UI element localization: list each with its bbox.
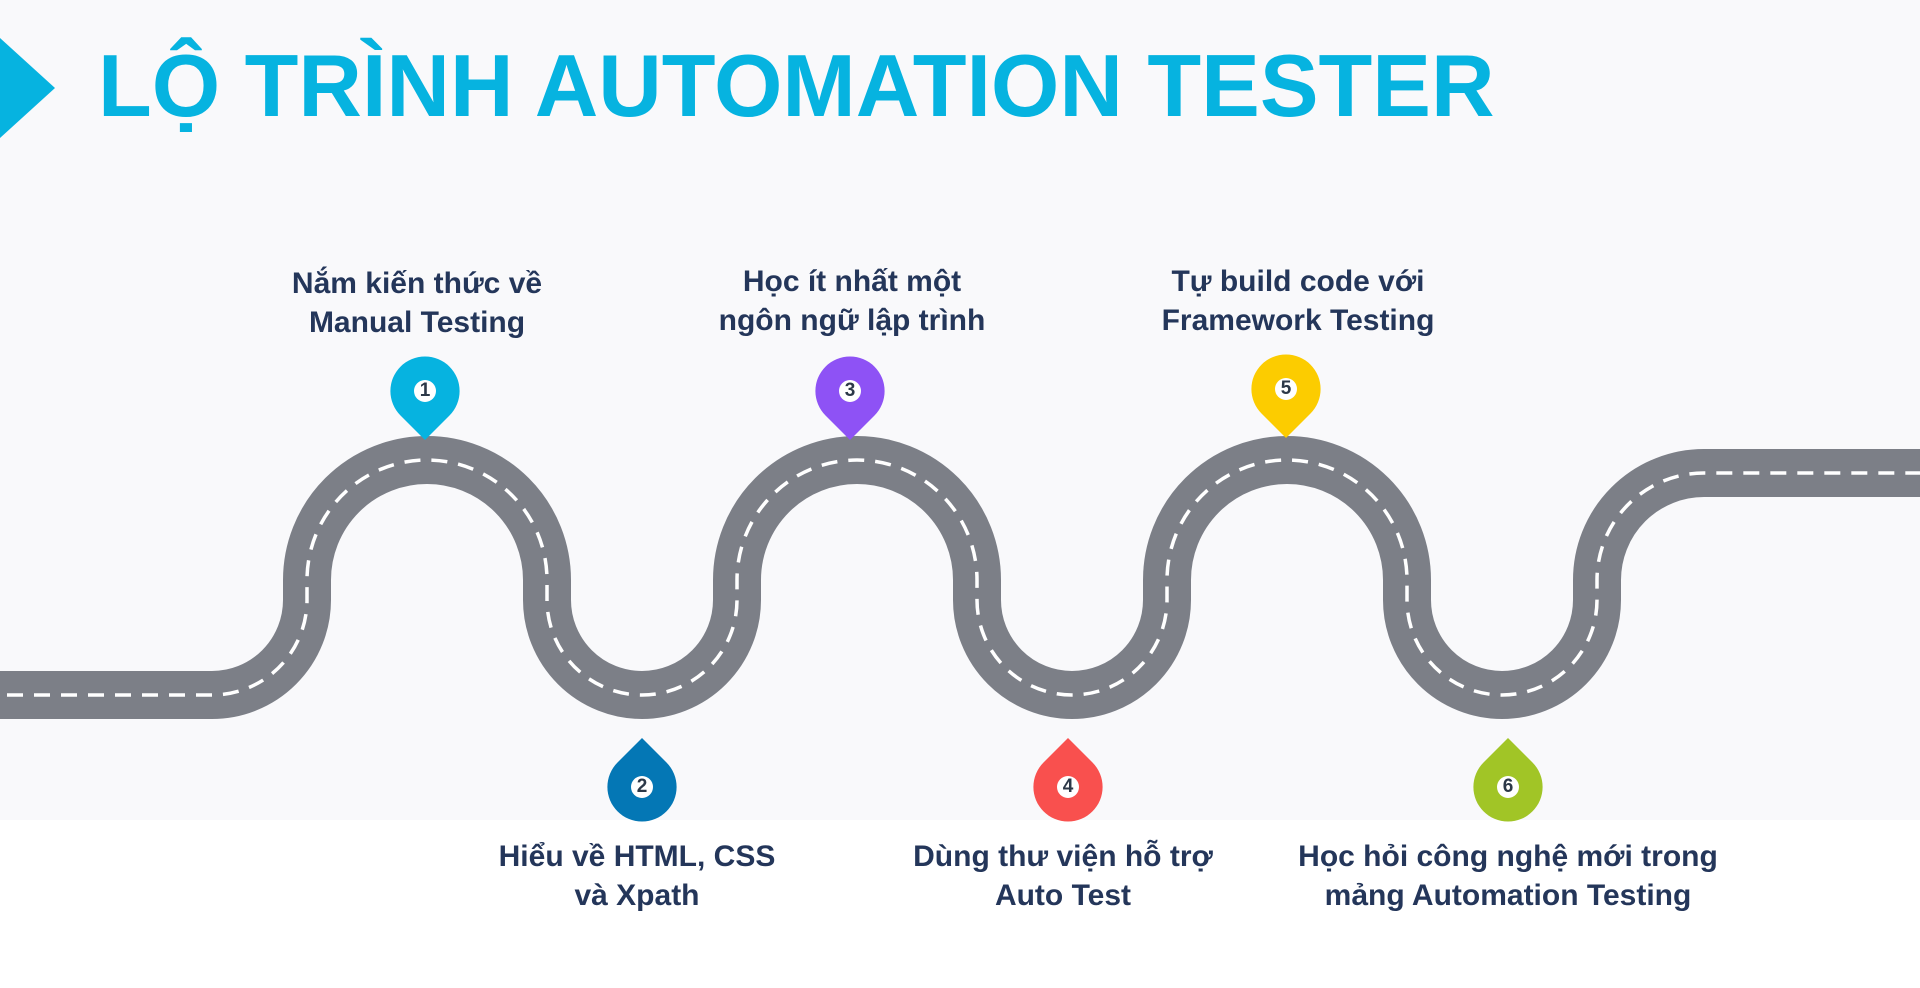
step-label-line: Auto Test [994, 879, 1132, 912]
step-label-line: Hiểu về HTML, CSS [498, 840, 776, 873]
road-asphalt [0, 436, 1920, 719]
step-label-line: Tự build code với [1171, 265, 1425, 298]
step-label: Tự build code với Framework Testing [1128, 262, 1468, 340]
step-label-line: mảng Automation Testing [1324, 879, 1692, 912]
header-background [0, 0, 1920, 820]
map-pin-icon: 5 [1251, 354, 1321, 440]
step-number: 4 [1057, 776, 1079, 798]
step-label: Học hỏi công nghệ mới trong mảng Automat… [1278, 837, 1738, 915]
map-pin-icon: 6 [1473, 736, 1543, 822]
map-pin-icon: 3 [815, 356, 885, 442]
road-center-line [0, 458, 1920, 697]
step-label-line: Học ít nhất một [742, 265, 962, 298]
step-number: 5 [1275, 378, 1297, 400]
step-number: 1 [414, 380, 436, 402]
step-label-line: ngôn ngữ lập trình [718, 304, 986, 337]
play-arrow-icon [0, 38, 55, 138]
map-pin-icon: 2 [607, 736, 677, 822]
step-label-line: và Xpath [574, 879, 700, 912]
step-label-line: Dùng thư viện hỗ trợ [913, 840, 1213, 873]
map-pin-icon: 4 [1033, 736, 1103, 822]
step-number: 6 [1497, 776, 1519, 798]
step-number: 2 [631, 776, 653, 798]
page-title: LỘ TRÌNH AUTOMATION TESTER [98, 36, 1495, 135]
step-label: Hiểu về HTML, CSS và Xpath [467, 837, 807, 915]
step-label-line: Nắm kiến thức về [291, 267, 543, 300]
step-label-line: Framework Testing [1161, 304, 1435, 337]
step-label: Nắm kiến thức về Manual Testing [247, 264, 587, 342]
step-number: 3 [839, 380, 861, 402]
step-label: Dùng thư viện hỗ trợ Auto Test [893, 837, 1233, 915]
step-label-line: Học hỏi công nghệ mới trong [1298, 840, 1718, 873]
map-pin-icon: 1 [390, 356, 460, 442]
step-label-line: Manual Testing [308, 306, 526, 339]
step-label: Học ít nhất một ngôn ngữ lập trình [682, 262, 1022, 340]
